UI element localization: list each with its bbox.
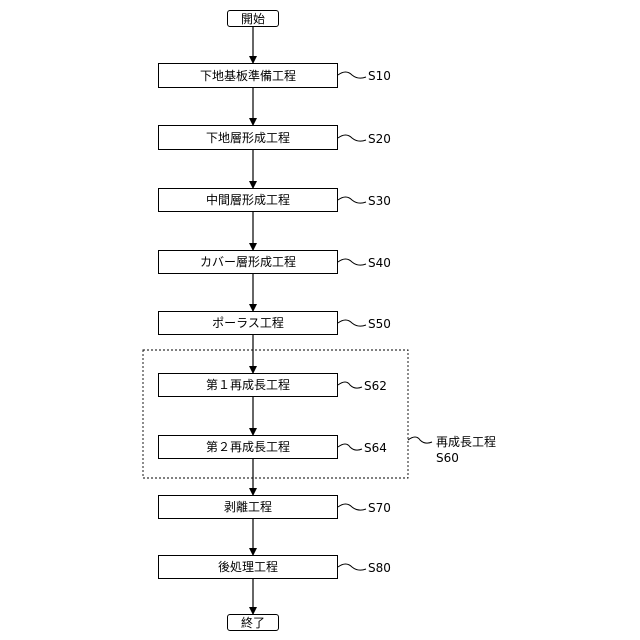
leader-s70: [338, 504, 366, 510]
step-s50-label: ポーラス工程: [212, 317, 284, 329]
step-s40-code: S40: [368, 257, 391, 269]
step-s30-box: 中間層形成工程: [158, 188, 338, 212]
step-s50-box: ポーラス工程: [158, 311, 338, 335]
step-s10-label: 下地基板準備工程: [200, 70, 296, 82]
leader-s40: [338, 259, 366, 265]
step-s64-code: S64: [364, 442, 387, 454]
step-s70-code: S70: [368, 502, 391, 514]
step-s80-box: 後処理工程: [158, 555, 338, 579]
end-terminal: 終了: [227, 614, 279, 631]
step-s40-label: カバー層形成工程: [200, 256, 296, 268]
step-s30-code: S30: [368, 195, 391, 207]
leader-s62: [338, 382, 362, 388]
leader-s50: [338, 320, 366, 326]
regrowth-group-title: 再成長工程: [436, 436, 496, 448]
start-label: 開始: [241, 13, 265, 25]
leader-s30: [338, 197, 366, 203]
end-label: 終了: [241, 617, 265, 629]
step-s64-box: 第２再成長工程: [158, 435, 338, 459]
leader-s80: [338, 564, 366, 570]
step-s70-label: 剥離工程: [224, 501, 272, 513]
step-s70-box: 剥離工程: [158, 495, 338, 519]
step-s20-label: 下地層形成工程: [206, 132, 290, 144]
step-s80-code: S80: [368, 562, 391, 574]
step-s10-code: S10: [368, 70, 391, 82]
leader-s10: [338, 72, 366, 78]
step-s62-label: 第１再成長工程: [206, 379, 290, 391]
step-s80-label: 後処理工程: [218, 561, 278, 573]
step-s64-label: 第２再成長工程: [206, 441, 290, 453]
regrowth-group-code: S60: [436, 452, 459, 464]
step-s30-label: 中間層形成工程: [206, 194, 290, 206]
step-s10-box: 下地基板準備工程: [158, 63, 338, 88]
step-s62-box: 第１再成長工程: [158, 373, 338, 397]
leader-s20: [338, 135, 366, 141]
leader-s60: [408, 437, 432, 443]
step-s20-box: 下地層形成工程: [158, 125, 338, 150]
step-s40-box: カバー層形成工程: [158, 250, 338, 274]
start-terminal: 開始: [227, 10, 279, 27]
leader-s64: [338, 444, 362, 450]
step-s50-code: S50: [368, 318, 391, 330]
step-s62-code: S62: [364, 380, 387, 392]
step-s20-code: S20: [368, 133, 391, 145]
